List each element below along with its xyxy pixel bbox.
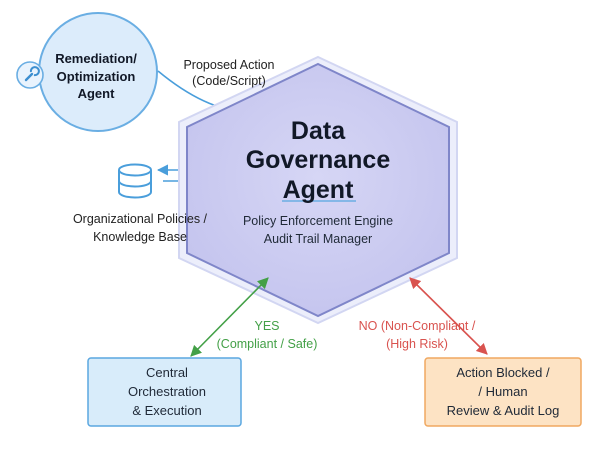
no-arrow bbox=[409, 277, 488, 355]
decision-yes-line2: (Compliant / Safe) bbox=[216, 336, 318, 351]
decision-no-line2: (High Risk) bbox=[386, 336, 448, 351]
proposed-action-line1: Proposed Action bbox=[183, 58, 275, 72]
governance-title-line2: Governance bbox=[245, 146, 391, 175]
governance-title-line1: Data bbox=[290, 117, 346, 145]
central-line3: & Execution bbox=[132, 402, 202, 418]
proposed-action-label: Proposed Action (Code/Script) bbox=[170, 58, 288, 89]
remediation-agent-label: Remediation/ Optimization Agent bbox=[55, 51, 137, 102]
central-orchestration-box bbox=[87, 357, 242, 427]
policy-enforcement-engine: Policy Enforcement Engine bbox=[242, 214, 394, 228]
action-blocked-label: Action Blocked / / Human Review & Audit … bbox=[428, 364, 578, 421]
proposed-action-line2: (Code/Script) bbox=[192, 73, 266, 88]
decision-yes-label: YES (Compliant / Safe) bbox=[204, 318, 330, 353]
central-line1: Central bbox=[146, 365, 188, 380]
audit-trail-manager: Audit Trail Manager bbox=[263, 232, 373, 247]
knowledge-base-line1: Organizational Policies / bbox=[72, 212, 208, 226]
action-blocked-box bbox=[424, 357, 582, 427]
central-orchestration-label: Central Orchestration & Execution bbox=[92, 364, 242, 421]
yes-arrow bbox=[190, 277, 269, 357]
knowledge-base-label: Organizational Policies / Knowledge Base bbox=[62, 210, 218, 246]
governance-agent-hexagon bbox=[186, 62, 450, 318]
decision-yes-line1: YES bbox=[254, 319, 280, 333]
governance-agent-title: Data Governance Agent bbox=[240, 117, 396, 205]
decision-no-label: NO (Non-Compliant / (High Risk) bbox=[346, 318, 488, 353]
governance-title-line3: Agent bbox=[282, 175, 354, 204]
database-icon bbox=[118, 163, 152, 199]
wrench-icon bbox=[16, 61, 44, 89]
governance-agent-components: Policy Enforcement Engine Audit Trail Ma… bbox=[240, 212, 396, 248]
knowledge-base-line2: Knowledge Base bbox=[93, 230, 187, 245]
decision-no-line1: NO (Non-Compliant / bbox=[358, 319, 476, 333]
blocked-line1: Action Blocked / bbox=[456, 365, 550, 380]
blocked-line3: Review & Audit Log bbox=[446, 402, 560, 418]
central-line2: Orchestration bbox=[127, 383, 207, 399]
blocked-line2: / Human bbox=[478, 383, 528, 399]
